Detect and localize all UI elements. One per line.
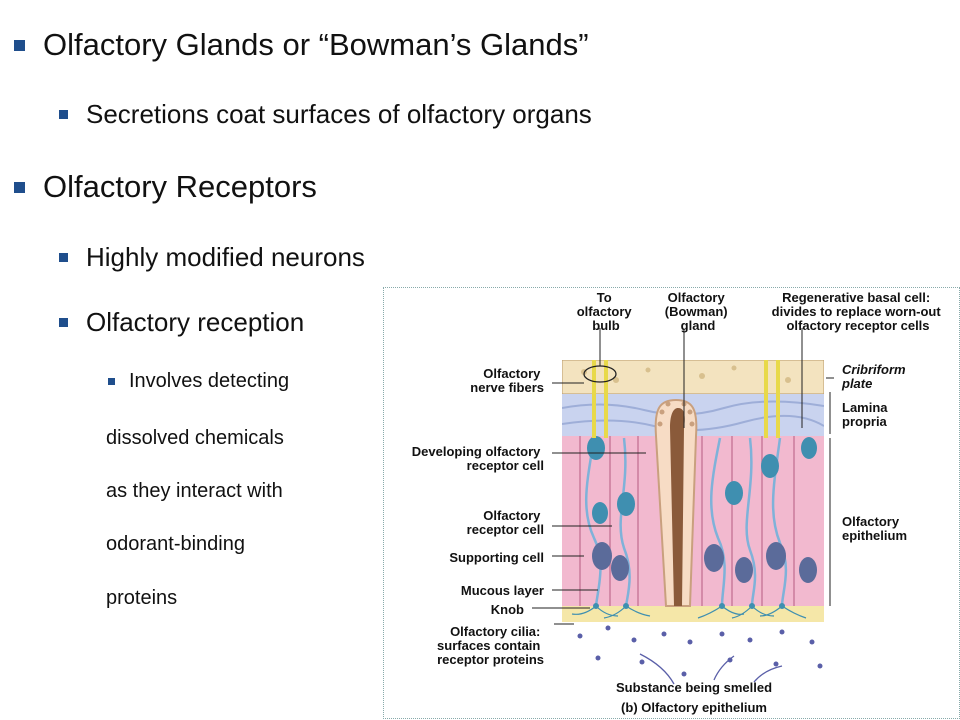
bullet-secretions: Secretions coat surfaces of olfactory or… — [59, 99, 592, 130]
detail-line: odorant-binding — [106, 533, 245, 555]
bullet-text: Olfactory reception — [86, 307, 305, 337]
detail-line: as they interact with — [106, 480, 283, 502]
label-substance: Substance being smelled — [616, 680, 772, 695]
odorant-molecules — [577, 625, 823, 677]
label-bowman-gland: Olfactory (Bowman) gland — [665, 290, 731, 333]
bullet-square-icon — [14, 181, 25, 193]
tissue-section — [562, 360, 824, 622]
bone-texture — [581, 365, 791, 383]
label-supporting-cell: Supporting cell — [449, 550, 544, 565]
bullet-olfactory-glands: Olfactory Glands or “Bowman’s Glands” — [14, 27, 589, 63]
label-receptor-cell: Olfactory receptor cell — [467, 508, 544, 537]
bullet-olfactory-receptors: Olfactory Receptors — [14, 169, 317, 205]
bullet-text: Olfactory Glands or “Bowman’s Glands” — [43, 27, 589, 62]
knobs — [593, 603, 785, 609]
bullet-text: Secretions coat surfaces of olfactory or… — [86, 99, 592, 129]
nerve-fibers — [592, 360, 780, 438]
bullet-olfactory-reception: Olfactory reception — [59, 307, 304, 338]
label-to-bulb: To olfactory bulb — [577, 290, 636, 333]
bullet-text: Highly modified neurons — [86, 242, 365, 272]
bullet-text: Involves detecting — [129, 370, 290, 392]
bullet-square-icon — [59, 253, 68, 262]
supporting-nuclei — [592, 542, 817, 583]
label-nerve-fibers: Olfactory nerve fibers — [470, 366, 544, 395]
olfactory-epithelium-figure: To olfactory bulb Olfactory (Bowman) gla… — [383, 287, 960, 719]
bullet-involves-detecting: Involves detecting — [108, 370, 289, 393]
label-cilia: Olfactory cilia: surfaces contain recept… — [437, 624, 544, 667]
detail-line: proteins — [106, 587, 178, 609]
label-lamina-propria: Lamina propria — [842, 400, 891, 429]
label-mucous-layer: Mucous layer — [461, 583, 544, 598]
bullet-square-icon — [108, 378, 115, 385]
label-cribriform-plate: Cribriform plate — [841, 362, 909, 391]
receptor-nuclei — [587, 436, 817, 524]
bullet-square-icon — [59, 110, 68, 119]
label-basal-cell: Regenerative basal cell: divides to repl… — [772, 290, 945, 333]
bullet-modified-neurons: Highly modified neurons — [59, 242, 365, 273]
bullet-square-icon — [14, 39, 25, 51]
label-olfactory-epithelium: Olfactory epithelium — [842, 514, 907, 543]
detail-line: dissolved chemicals — [106, 427, 284, 449]
figure-caption: (b) Olfactory epithelium — [621, 700, 767, 715]
odorant-arrows — [639, 653, 783, 685]
label-knob: Knob — [491, 602, 524, 617]
bullet-text: Olfactory Receptors — [43, 169, 317, 204]
bowman-gland-duct — [670, 408, 685, 606]
label-developing-cell: Developing olfactory receptor cell — [412, 444, 544, 473]
leader-lines — [532, 328, 834, 625]
cribriform-plate — [562, 360, 824, 395]
olfactory-epithelium-illustration: To olfactory bulb Olfactory (Bowman) gla… — [412, 290, 945, 715]
mucous-layer — [562, 606, 824, 622]
bullet-square-icon — [59, 318, 68, 327]
